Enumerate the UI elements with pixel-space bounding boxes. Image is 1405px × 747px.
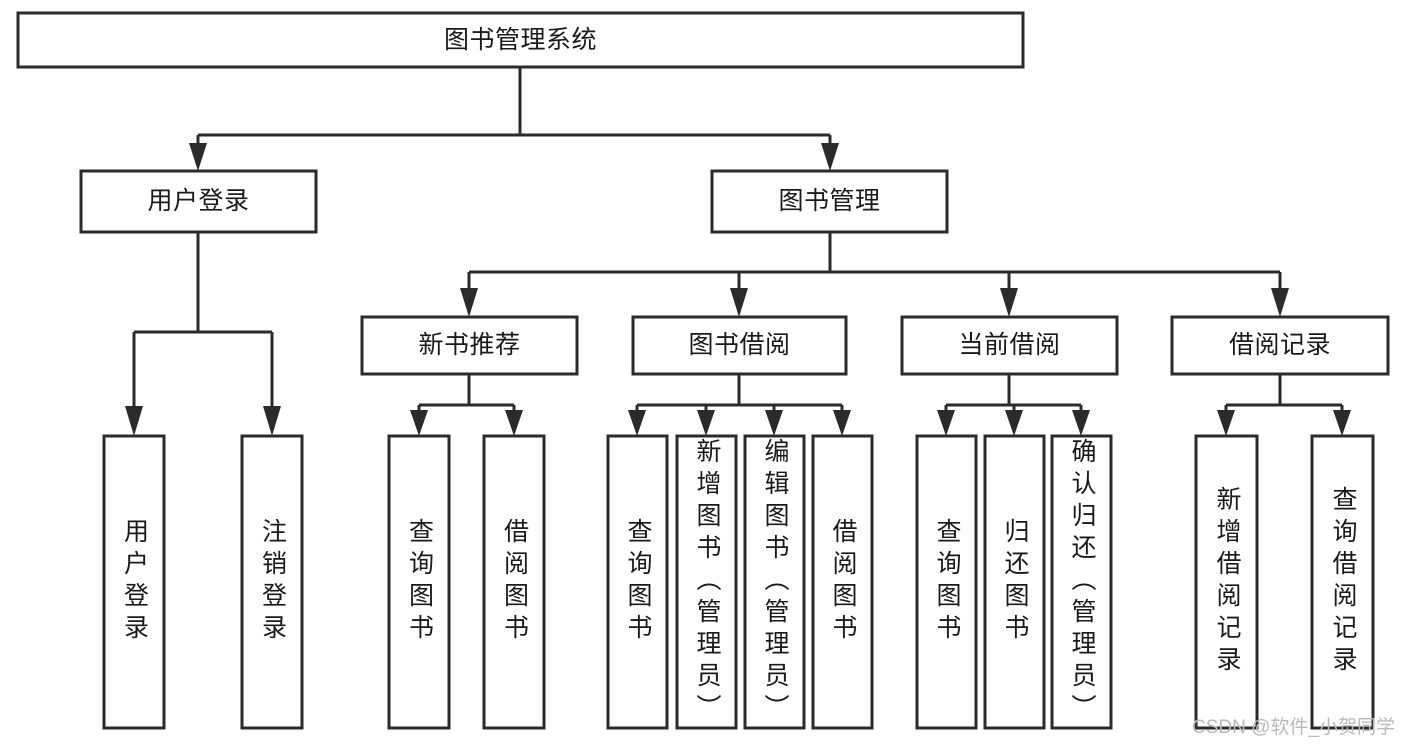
connector-new-book-rec-to-leaves — [410, 374, 523, 436]
connector-root-to-level2 — [189, 67, 839, 171]
node-box-leaf-11[interactable] — [1050, 434, 1113, 730]
arrow-head-icon — [410, 410, 428, 436]
node-box-book-manage[interactable] — [710, 169, 949, 234]
node-box-leaf-9[interactable] — [915, 434, 978, 730]
arrow-head-icon — [730, 288, 748, 317]
node-box-leaf-2[interactable] — [240, 434, 304, 730]
node-box-book-borrow[interactable] — [631, 315, 848, 376]
arrow-head-icon — [263, 406, 281, 436]
arrow-head-icon — [821, 143, 839, 171]
node-box-leaf-1[interactable] — [102, 434, 166, 730]
arrow-head-icon — [125, 406, 143, 436]
arrow-head-icon — [460, 288, 478, 317]
arrow-head-icon — [937, 410, 955, 436]
arrow-head-icon — [697, 410, 715, 436]
node-box-leaf-4[interactable] — [482, 434, 546, 730]
connector-book-manage-to-level3 — [460, 232, 1289, 317]
node-box-leaf-13[interactable] — [1310, 434, 1375, 730]
node-box-current-borrow[interactable] — [900, 315, 1119, 376]
node-box-borrow-record[interactable] — [1170, 315, 1390, 376]
arrow-head-icon — [1217, 410, 1235, 436]
connector-book-borrow-to-leaves — [628, 374, 851, 436]
arrow-head-icon — [1333, 410, 1351, 436]
node-box-leaf-8[interactable] — [811, 434, 874, 730]
connector-user-login-to-leaves — [125, 232, 281, 436]
node-box-leaf-7[interactable] — [743, 434, 806, 730]
arrow-head-icon — [1271, 288, 1289, 317]
node-box-root[interactable] — [16, 11, 1025, 69]
connector-borrow-record-to-leaves — [1217, 374, 1351, 436]
arrow-head-icon — [1072, 410, 1090, 436]
watermark-text: CSDN @软件_小贺同学 — [1192, 717, 1395, 738]
arrow-head-icon — [628, 410, 646, 436]
node-box-leaf-6[interactable] — [675, 434, 738, 730]
arrow-head-icon — [505, 410, 523, 436]
connector-current-borrow-to-leaves — [937, 374, 1090, 436]
arrow-head-icon — [1000, 288, 1018, 317]
arrow-head-icon — [833, 410, 851, 436]
node-box-leaf-3[interactable] — [387, 434, 451, 730]
arrow-head-icon — [189, 143, 207, 171]
node-box-leaf-5[interactable] — [606, 434, 669, 730]
node-box-new-book-rec[interactable] — [360, 315, 579, 376]
node-box-leaf-10[interactable] — [983, 434, 1046, 730]
node-box-leaf-12[interactable] — [1194, 434, 1259, 730]
arrow-head-icon — [1005, 410, 1023, 436]
node-box-user-login[interactable] — [79, 169, 318, 234]
arrow-head-icon — [765, 410, 783, 436]
